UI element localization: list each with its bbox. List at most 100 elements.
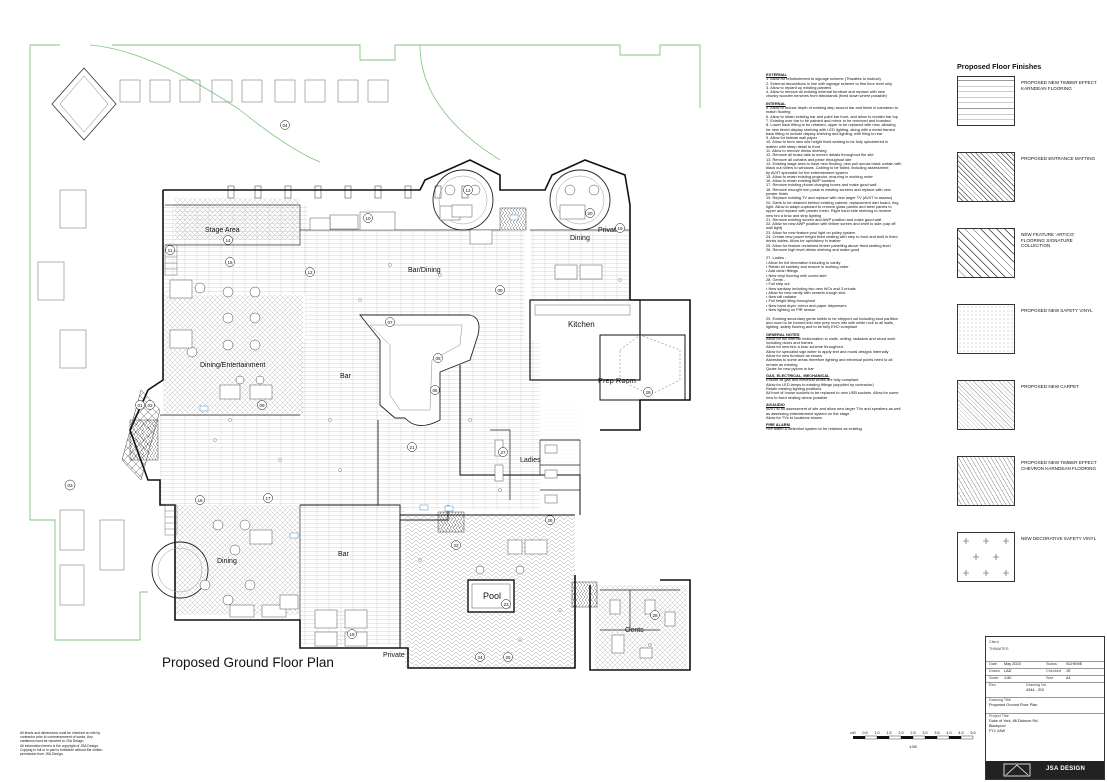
finish-label: PROPOSED NEW TIMBER EFFECT CHEVRON KARND… (1021, 460, 1097, 471)
scale-tick: 0.5 (862, 731, 867, 735)
marker-28: 28 (650, 610, 660, 620)
external-notes: 1. Allow for refurbishment to signage sc… (766, 77, 978, 98)
note-line: new to fixed seating where possible (766, 395, 828, 400)
label-dining-lower: Dining (217, 558, 237, 565)
rev-label: Rev. (989, 683, 997, 687)
svg-text:09: 09 (259, 403, 265, 408)
finish-swatch (957, 76, 1015, 126)
marker-08: 08 (433, 353, 443, 363)
scale-tick: 1.0 (874, 731, 879, 735)
note-markers: 01 02 03 04 05 06 07 08 09 10 11 12 13 1… (64, 120, 660, 662)
marker-27: 27 (498, 447, 508, 457)
svg-text:01: 01 (137, 403, 143, 408)
note-line: 16. Allow to retain existing AWP locatio… (766, 179, 835, 184)
marker-21: 21 (407, 442, 417, 452)
scale-tick: 4.5 (958, 731, 963, 735)
title-block: Client THWAITES Date May 2023 Status SCH… (985, 636, 1105, 780)
scale-tick: 4.0 (946, 731, 951, 735)
label-bar-lower: Bar (338, 551, 350, 558)
note-line: lighting, safety flooring and to be full… (766, 325, 858, 330)
note-line: 13. Remove all curtains and pelse throug… (766, 157, 852, 162)
note-line: new bro a brac and strip lighting (766, 213, 822, 218)
external-heading: EXTERNAL (766, 72, 787, 77)
drawing-title-label: Drawing Title (989, 698, 1011, 702)
note-line: and room to be formed into new prep room… (766, 320, 894, 325)
note-line: Allow for full internal redecoration to … (766, 336, 896, 341)
finish-carpet: PROPOSED NEW CARPET (957, 380, 1097, 436)
label-stage-area: Stage Area (205, 227, 240, 234)
circular-bays (151, 169, 611, 599)
svg-text:24: 24 (477, 655, 483, 660)
finish-label: NEW FEATURE 'ARTICO' FLOORING SIGNATURE … (1021, 232, 1075, 249)
general-notes: Allow for full internal redecoration to … (766, 337, 978, 371)
note-line: light. Allow to adapt cupboard to remove… (766, 204, 892, 209)
client-value: THWAITES (989, 647, 1009, 651)
toilet-fixtures (494, 439, 676, 659)
note-line: Allow for TVs to locations shown (766, 415, 822, 420)
note-line: 4. Allow to remove all existing external… (766, 90, 885, 95)
svg-text:11: 11 (168, 248, 173, 253)
marker-02: 02 (145, 400, 155, 410)
drawn-label: Drawn (989, 669, 1000, 673)
marker-15: 15 (225, 257, 235, 267)
marker-05: 05 (495, 285, 505, 295)
disclaimer-line: permission from JSA Design. (20, 752, 64, 757)
finish-decorative: NEW DECORATIVE SAFETY VINYL (957, 532, 1097, 588)
label-pool: Pool (483, 591, 501, 601)
drawing-no-label: Drawing No. (1026, 683, 1047, 687)
date-label: Date (989, 662, 998, 666)
label-private-bottom: Private (383, 652, 405, 659)
note-line: pewter finish (766, 192, 788, 197)
note-line: Allow for specialist sign writer to appl… (766, 349, 889, 354)
label-kitchen: Kitchen (568, 320, 595, 329)
size-label: Size (1046, 676, 1054, 680)
svg-text:04: 04 (282, 123, 288, 128)
scale-tick: 2.5 (910, 731, 915, 735)
finish-swatch (957, 380, 1015, 430)
finish-label: NEW DECORATIVE SAFETY VINYL (1021, 536, 1097, 541)
company-name: JSA DESIGN (1046, 766, 1086, 772)
note-line: Allow for LED lamps to existing fittings… (766, 382, 874, 387)
note-line: 28. Gents - (766, 277, 786, 282)
note-line: • New lighting on PIR sensor (766, 308, 816, 313)
scale-tick: 1.5 (886, 731, 891, 735)
marker-26: 26 (545, 515, 555, 525)
drawing-no-value: 4344 - 310 (1026, 688, 1045, 692)
note-line: Fire alarm & detection system to be reta… (766, 427, 862, 432)
note-line: • Allow for full decoration including to… (766, 260, 841, 265)
status-label: Status (1046, 662, 1057, 666)
svg-text:13: 13 (465, 188, 471, 193)
note-line: 11. Allow to remove drinks shelving (766, 149, 827, 154)
stairs (164, 244, 178, 536)
marker-23: 23 (501, 599, 511, 609)
note-line: • Retain all sanitary and ensure in work… (766, 265, 849, 270)
note-line: 19. Replace existing TV and replace with… (766, 196, 893, 201)
client-label: Client (989, 640, 999, 644)
note-line: 20. Darts to be retained behind existing… (766, 200, 899, 205)
note-line: 5. Allow to reduce depth of existing ste… (766, 106, 898, 111)
outdoor-benches (37, 79, 389, 606)
scale-tick: 5.0 (970, 731, 975, 735)
note-line: including doors and frames (766, 341, 813, 346)
label-bar-main: Bar (340, 373, 352, 380)
disclaimer-line: All information herein is the copyright … (20, 743, 99, 748)
finish-artico: NEW FEATURE 'ARTICO' FLOORING SIGNATURE … (957, 228, 1097, 284)
jsa-logo-icon (1003, 763, 1031, 777)
note-line: 10. Allow to form new mid height fixed s… (766, 140, 889, 145)
checked-label: Checked (1046, 669, 1061, 673)
plan-title: Proposed Ground Floor Plan (162, 655, 334, 670)
svg-text:03: 03 (67, 483, 73, 488)
note-line: chunky wooden benches from tbbcstands (f… (766, 94, 887, 99)
project-line-2: Blackpool (989, 724, 1006, 728)
disclaimer: All levels and dimensions must be checke… (20, 731, 130, 756)
note-line: • New tall radiator (766, 295, 797, 300)
note-line: wall light) (766, 226, 783, 231)
scale-label-tb: Scale (989, 676, 999, 680)
note-line: 21. Remove existing screen and AWP posit… (766, 217, 882, 222)
checked-value: JS (1066, 669, 1071, 673)
finish-matting: PROPOSED ENTRANCE MATTING (957, 152, 1097, 208)
size-value: A1 (1066, 676, 1071, 680)
svg-text:28: 28 (652, 613, 658, 618)
finish-swatch (957, 152, 1015, 202)
drawn-value: LAD (1004, 669, 1012, 673)
